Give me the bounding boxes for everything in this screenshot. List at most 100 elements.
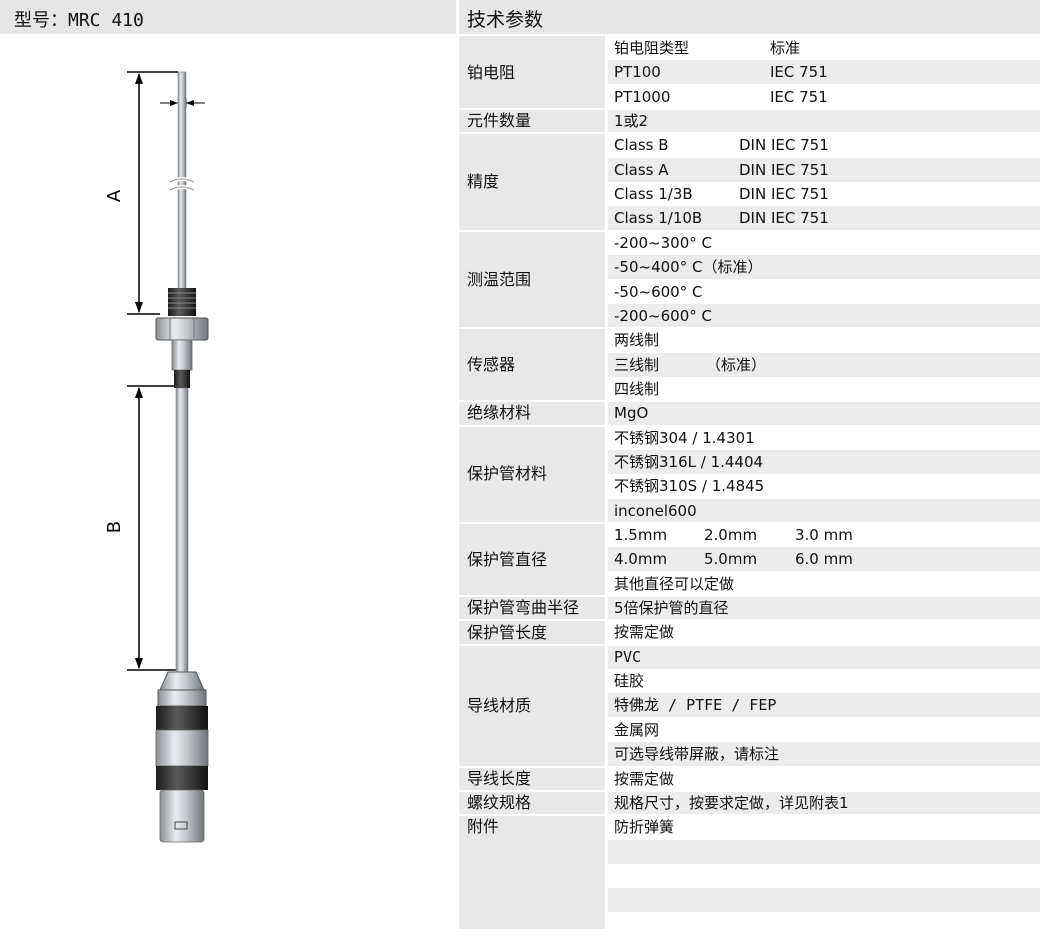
value-row-bg <box>608 742 1040 767</box>
value-row-bg <box>608 303 1040 328</box>
spec-label: 精度 <box>467 172 500 192</box>
spec-value: PVC <box>614 647 642 666</box>
spec-value: 硅胶 <box>614 672 645 691</box>
spec-value: 四线制 <box>614 379 660 398</box>
spec-label: 导线材质 <box>467 695 532 715</box>
spec-label: 附件 <box>467 817 500 837</box>
spec-value: 5倍保护管的直径 <box>614 599 729 618</box>
section-divider <box>459 765 1040 768</box>
grip-ring <box>156 706 208 730</box>
spec-value: 其他直径可以定做 <box>614 574 735 593</box>
spec-value: inconel600 <box>614 501 697 520</box>
spec-value: 金属网 <box>614 720 660 739</box>
spec-value: 5.0mm <box>704 550 758 569</box>
spec-value: Class B <box>614 136 669 155</box>
spec-value: 防折弹簧 <box>614 818 675 837</box>
spec-value: Class 1/3B <box>614 185 693 204</box>
section-divider <box>459 400 1040 403</box>
value-row-bg <box>608 644 1040 669</box>
spec-label: 螺纹规格 <box>467 793 532 813</box>
value-row-bg <box>608 547 1040 572</box>
spec-value: -200~300° C <box>614 233 712 252</box>
value-row-bg <box>608 718 1040 742</box>
spec-value: Class A <box>614 160 669 179</box>
spec-value: 可选导线带屏蔽，请标注 <box>614 745 780 764</box>
value-row-bg <box>608 596 1040 621</box>
value-row-bg <box>608 401 1040 426</box>
sensor-drawing: A B <box>104 71 209 843</box>
section-divider <box>459 789 1040 792</box>
spec-value: PT100 <box>614 63 661 82</box>
value-row-bg <box>608 60 1040 85</box>
spec-value: 按需定做 <box>614 769 675 788</box>
spec-value: DIN IEC 751 <box>739 185 829 204</box>
value-row-bg <box>608 206 1040 231</box>
dimension-a: A <box>104 71 178 315</box>
section-divider <box>459 229 1040 232</box>
spec-value: Class 1/10B <box>614 209 703 228</box>
value-row-bg <box>608 888 1040 913</box>
spec-header: 技术参数 <box>459 0 1040 34</box>
section-divider <box>459 814 1040 817</box>
dimension-b: B <box>104 385 176 671</box>
value-row-bg <box>608 377 1040 401</box>
spec-value: 不锈钢310S / 1.4845 <box>614 477 765 496</box>
spec-value: 标准 <box>770 39 801 57</box>
thread <box>168 288 196 316</box>
dim-b-label: B <box>104 521 125 533</box>
value-row-bg <box>608 109 1040 134</box>
model-title: 型号：MRC 410 <box>14 10 144 31</box>
spec-value: 4.0mm <box>614 550 668 569</box>
spec-value: -50~400° C（标准） <box>614 258 763 277</box>
value-row-bg <box>608 790 1040 815</box>
value-row-bg <box>608 352 1040 377</box>
spec-label: 测温范围 <box>467 269 532 289</box>
value-row-bg <box>608 449 1040 474</box>
lower-sheath <box>175 387 189 673</box>
spec-value: -200~600° C <box>614 306 712 325</box>
spec-label: 铂电阻 <box>467 62 516 82</box>
value-row-bg <box>608 157 1040 182</box>
spec-value: IEC 751 <box>770 87 828 106</box>
value-row-bg <box>608 669 1040 693</box>
spec-value: 规格尺寸，按要求定做，详见附表1 <box>614 793 849 812</box>
spec-value: 2.0mm <box>704 526 758 544</box>
spec-label: 保护管弯曲半径 <box>467 598 580 618</box>
section-divider <box>459 327 1040 330</box>
spec-value: 按需定做 <box>614 623 675 642</box>
section-divider <box>459 424 1040 427</box>
value-row-bg <box>608 693 1040 718</box>
section-divider <box>459 132 1040 135</box>
grip-ring-lower <box>156 766 208 790</box>
value-row-bg <box>608 913 1040 937</box>
spec-value: 1.5mm <box>614 526 668 544</box>
spec-value: 三线制 <box>614 355 660 374</box>
spec-value: DIN IEC 751 <box>739 136 829 155</box>
section-divider <box>459 619 1040 622</box>
section-divider <box>459 643 1040 646</box>
spec-label: 导线长度 <box>467 768 532 788</box>
model-header: 型号：MRC 410 <box>0 0 456 34</box>
dim-a-label: A <box>104 189 125 202</box>
spec-value: IEC 751 <box>770 63 828 82</box>
value-row-bg <box>608 839 1040 864</box>
spec-value: （标准） <box>706 355 767 374</box>
spec-value: 3.0 mm <box>795 526 853 544</box>
connector <box>159 789 205 843</box>
spec-value: 特佛龙 / PTFE / FEP <box>614 696 777 715</box>
spec-value: 铂电阻类型 <box>614 39 690 57</box>
parameter-column <box>459 36 605 929</box>
spec-label: 元件数量 <box>467 111 532 131</box>
spec-value: 两线制 <box>614 331 660 350</box>
spec-label: 保护管材料 <box>467 464 548 484</box>
cable-gland <box>159 671 205 691</box>
value-row-bg <box>608 328 1040 352</box>
value-row-bg <box>608 498 1040 523</box>
spec-label: 传感器 <box>467 354 516 374</box>
spec-label: 保护管直径 <box>467 549 548 569</box>
section-divider <box>459 595 1040 598</box>
spec-value: DIN IEC 751 <box>739 209 829 228</box>
spec-value: 6.0 mm <box>795 550 853 569</box>
spec-value: DIN IEC 751 <box>739 160 829 179</box>
section-divider <box>459 522 1040 524</box>
